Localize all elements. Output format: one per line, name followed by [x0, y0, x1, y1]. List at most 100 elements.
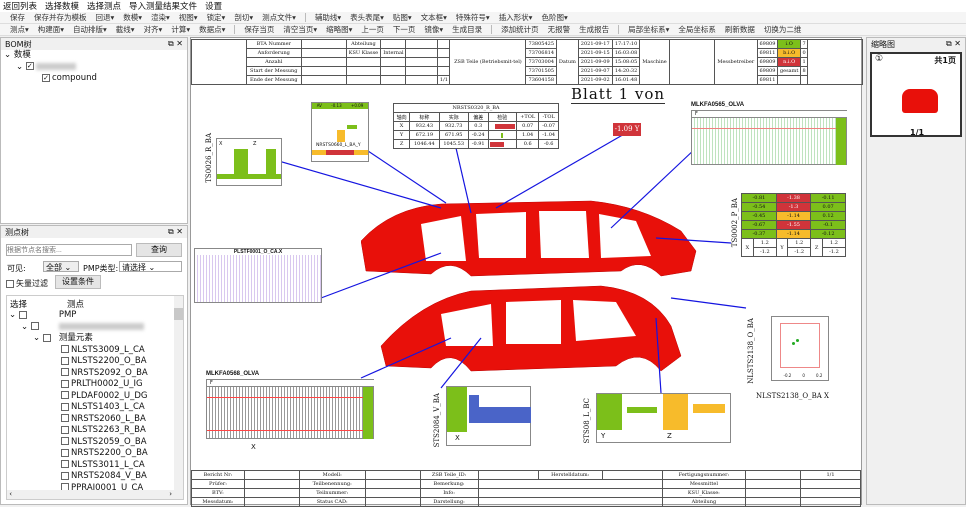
set-condition-button[interactable]: 设置条件 [55, 275, 101, 289]
toolbar-button[interactable]: 色阶图▾ [541, 13, 568, 22]
toolbar-button[interactable]: 截线▾ [115, 25, 135, 34]
toolbar-button[interactable]: 视图▾ [178, 13, 198, 22]
bar-compare-chart[interactable]: Y Z [596, 393, 731, 443]
tree-point-item[interactable]: NRSTS2092_O_BA [9, 368, 174, 380]
menu-select-model[interactable]: 选择数模 [45, 2, 80, 12]
point-checkbox[interactable] [61, 448, 69, 457]
pmp-type-select[interactable]: 请选择 ⌄ [119, 261, 182, 272]
toolbar-button[interactable]: 表头表尾▾ [350, 13, 384, 22]
toolbar-button[interactable]: 保存并存为模板 [34, 13, 87, 22]
toolbar-button[interactable]: 贴图▾ [392, 13, 412, 22]
point-checkbox[interactable] [61, 345, 69, 353]
toolbar-button[interactable]: 自动排版▾ [73, 25, 107, 34]
point-checkbox[interactable] [61, 460, 69, 468]
toolbar-button[interactable]: 对齐▾ [143, 25, 163, 34]
mlkfa0565-chart[interactable]: F [691, 110, 847, 165]
tree-pmp[interactable]: ⌄ PMP [9, 310, 77, 320]
toolbar-button[interactable]: 下一页 [392, 25, 416, 34]
toolbar-button[interactable]: 上一页 [361, 25, 384, 34]
bom-compound[interactable]: ✓compound [4, 73, 187, 85]
toolbar-button[interactable]: 局部坐标系▾ [628, 25, 670, 34]
search-button[interactable]: 查询 [136, 243, 182, 257]
toolbar-button[interactable]: 生成目录 [452, 25, 483, 34]
toolbar-button[interactable]: 测点▾ [10, 25, 29, 34]
toolbar-button[interactable]: 锁定▾ [206, 13, 226, 22]
tree-point-item[interactable]: NLSTS2200_O_BA [9, 356, 174, 368]
car-body-model[interactable] [361, 196, 701, 416]
tree-point-item[interactable]: NLSTS2263_R_BA [9, 425, 174, 437]
tree-point-item[interactable]: NLSTS2059_O_BA [9, 437, 174, 449]
toolbar-button[interactable]: 数模▾ [123, 13, 143, 22]
nrsts0660-chart[interactable]: AV-0.13+0.09 NRSTS0660_L_BA_Y [311, 102, 369, 162]
plstf-chart[interactable]: PLSTF0001_O_CA.X [194, 248, 322, 303]
tree-point-item[interactable]: NRSTS2084_V_BA [9, 471, 174, 483]
histogram-chart[interactable]: X [446, 386, 531, 446]
toolbar-button[interactable]: 插入形状▾ [498, 13, 533, 22]
menu-import[interactable]: 导入测量结果文件 [129, 2, 198, 12]
toolbar-button[interactable]: 特殊符号▾ [455, 13, 490, 22]
toolbar-button[interactable]: 文本框▾ [420, 13, 447, 22]
node-search-input[interactable] [6, 244, 132, 256]
point-checkbox[interactable] [61, 402, 69, 411]
tree-model[interactable]: ⌄ [9, 322, 174, 334]
menu-settings[interactable]: 设置 [205, 2, 223, 12]
tree-point-item[interactable]: PRLTH0002_U_IG [9, 379, 174, 391]
toolbar-button[interactable]: 辅助线▾ [314, 13, 342, 22]
toolbar-button[interactable]: 数据点▾ [199, 25, 226, 34]
panel-controls[interactable]: ⧉ ✕ [946, 39, 961, 48]
point-checkbox[interactable] [61, 437, 69, 445]
tree-group[interactable]: ⌄ 测量元素 [33, 333, 93, 343]
toolbar-button[interactable]: 保存 [10, 13, 25, 22]
ts0026-chart[interactable]: X Z [216, 138, 282, 186]
toolbar-button[interactable]: 清空当页▾ [283, 25, 318, 34]
point-checkbox[interactable] [61, 414, 69, 422]
tree-point-item[interactable]: NLSTS3009_L_CA [9, 345, 174, 357]
toolbar-button[interactable]: 全局坐标系 [678, 25, 716, 34]
horizontal-scrollbar[interactable]: ‹› [7, 490, 176, 499]
tree-point-item[interactable]: NRSTS2060_L_BA [9, 414, 174, 426]
toolbar-button[interactable]: 刷新数据 [724, 25, 755, 34]
point-checkbox[interactable] [61, 391, 69, 399]
vertical-scrollbar[interactable] [174, 296, 183, 499]
ts0026-label: TS0026_R_BA [205, 133, 213, 183]
panel-controls[interactable]: ⧉ ✕ [168, 227, 183, 236]
tree-point-item[interactable]: NLSTS1403_L_CA [9, 402, 174, 414]
menu-select-points[interactable]: 选择测点 [87, 2, 122, 12]
toolbar-button[interactable]: 测点文件▾ [262, 13, 296, 22]
toolbar-button[interactable]: 剖切▾ [234, 13, 254, 22]
point-checkbox[interactable] [61, 356, 69, 365]
toolbar-button[interactable]: 镜像▾ [424, 25, 444, 34]
tree-point-item[interactable]: NLSTS3011_L_CA [9, 460, 174, 472]
bom-model[interactable]: ⌄ ✓ [4, 62, 187, 74]
point-checkbox[interactable] [61, 471, 69, 480]
toolbar-button[interactable]: 构建面▾ [37, 25, 65, 34]
tree-point-item[interactable]: NRSTS2200_O_BA [9, 448, 174, 460]
toolbar-button[interactable]: 回退▾ [95, 13, 115, 22]
compound-checkbox[interactable]: ✓ [42, 73, 50, 82]
menu-back[interactable]: 返回列表 [3, 2, 38, 12]
mlkfa0568-chart[interactable]: F [206, 379, 374, 439]
visible-select[interactable]: 全部 ⌄ [43, 261, 79, 272]
point-checkbox[interactable] [61, 379, 69, 388]
toolbar-button[interactable]: 渲染▾ [151, 13, 170, 22]
toolbar-button[interactable]: 切换为二维 [763, 25, 802, 34]
panel-controls[interactable]: ⧉ ✕ [168, 39, 183, 48]
toolbar-2: 测点▾ 构建面▾ 自动排版▾ 截线▾ 对齐▾ 计算▾ 数据点▾ 保存当页清空当页▾ 缩略图▾ 上一… [0, 24, 966, 36]
point-checkbox[interactable] [61, 425, 69, 434]
point-checkbox[interactable] [61, 368, 69, 376]
tree-point-item[interactable]: PLDAF0002_U_DG [9, 391, 174, 403]
toolbar-button[interactable]: 无报警 [547, 25, 571, 34]
tick: -0.2 [783, 373, 792, 378]
bom-root[interactable]: ⌄ 数模 [4, 50, 31, 60]
toolbar-button[interactable]: 添加统计页 [501, 25, 539, 34]
toolbar-button[interactable]: 缩略图▾ [326, 25, 353, 34]
vector-filter-checkbox[interactable]: 矢量过滤 [6, 278, 48, 289]
page-thumbnail[interactable]: ① 共1页 1/1 [870, 52, 962, 137]
toolbar-button[interactable]: 保存当页 [244, 25, 275, 34]
toolbar-button[interactable]: 生成报告 [579, 25, 610, 34]
deviation-flag[interactable]: -1.09 Y [613, 123, 641, 136]
toolbar-button[interactable]: 计算▾ [171, 25, 191, 34]
